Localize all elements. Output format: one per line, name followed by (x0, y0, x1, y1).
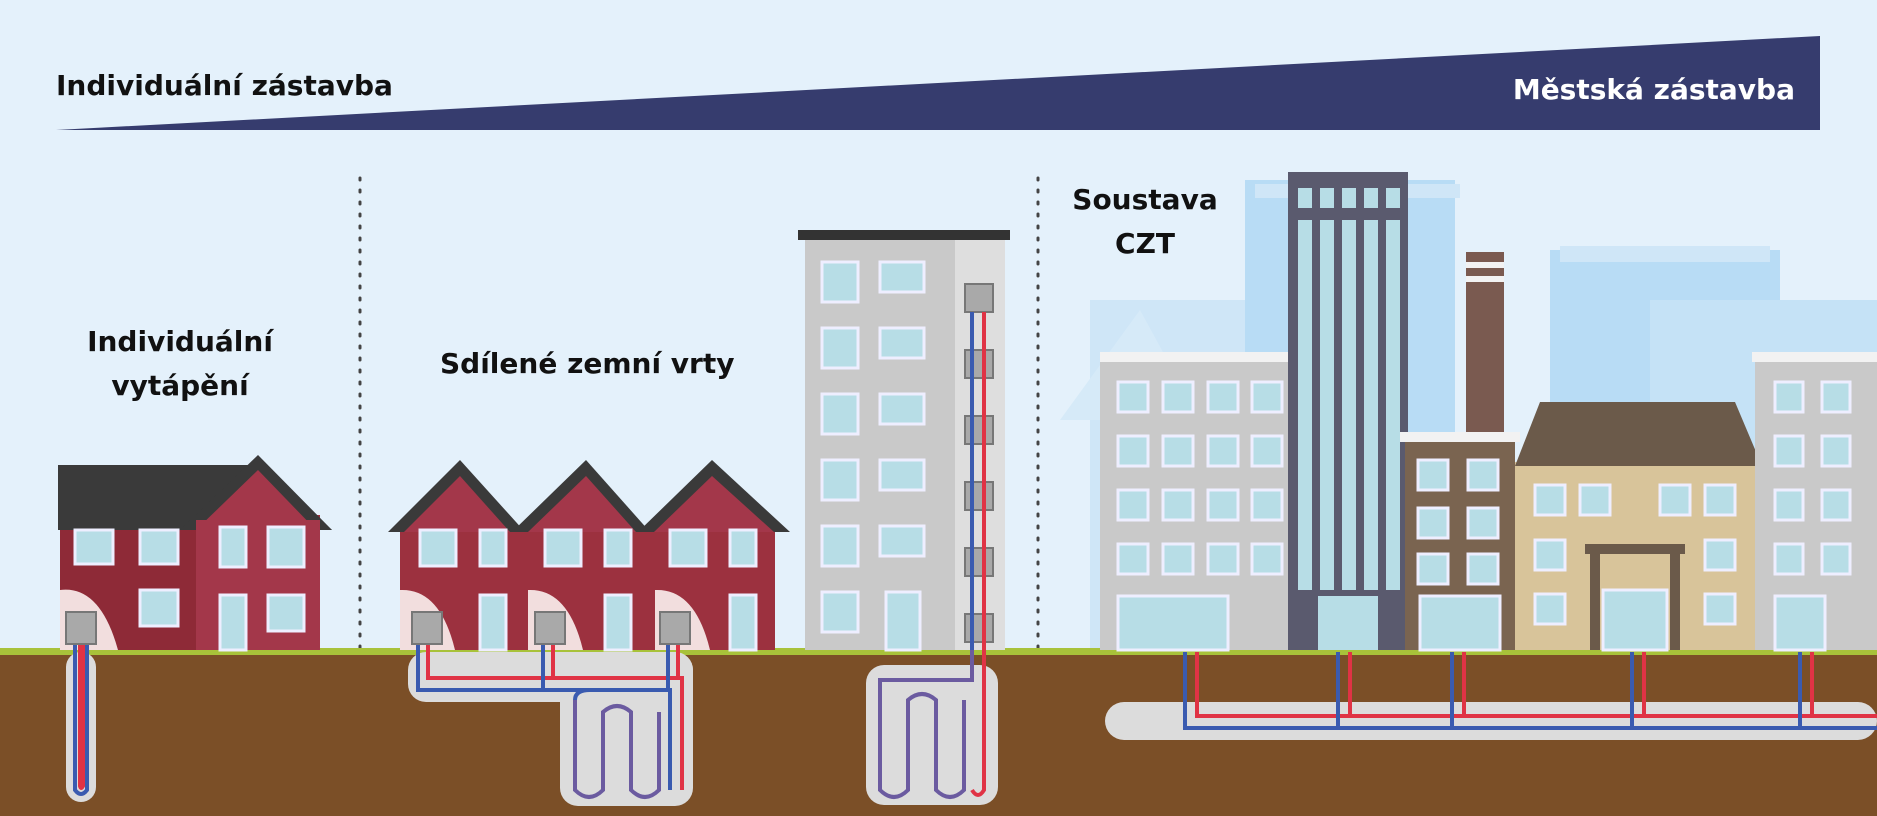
scale-left-label: Individuální zástavba (56, 69, 393, 102)
district-heating-label: Soustava CZT (1060, 178, 1230, 266)
district-heating-label-line2: CZT (1115, 227, 1175, 260)
shared-boreholes-label: Sdílené zemní vrty (440, 347, 735, 380)
individual-house (58, 455, 332, 652)
city-buildings (1100, 172, 1877, 652)
grass-line (0, 648, 1877, 655)
scale-right-label: Městská zástavba (1512, 73, 1795, 106)
apartment-borehole (866, 650, 998, 805)
shared-borehole-field (408, 645, 693, 806)
apartment-block (798, 230, 1010, 652)
district-heating-label-line1: Soustava (1072, 183, 1218, 216)
individual-heating-label-line2: vytápění (111, 369, 249, 402)
terraced-houses (388, 460, 790, 652)
individual-heating-label: Individuální vytápění (60, 320, 300, 408)
individual-borehole (66, 645, 96, 802)
density-wedge (56, 36, 1820, 130)
district-heating-network (1105, 652, 1877, 740)
individual-heating-label-line1: Individuální (87, 325, 273, 358)
